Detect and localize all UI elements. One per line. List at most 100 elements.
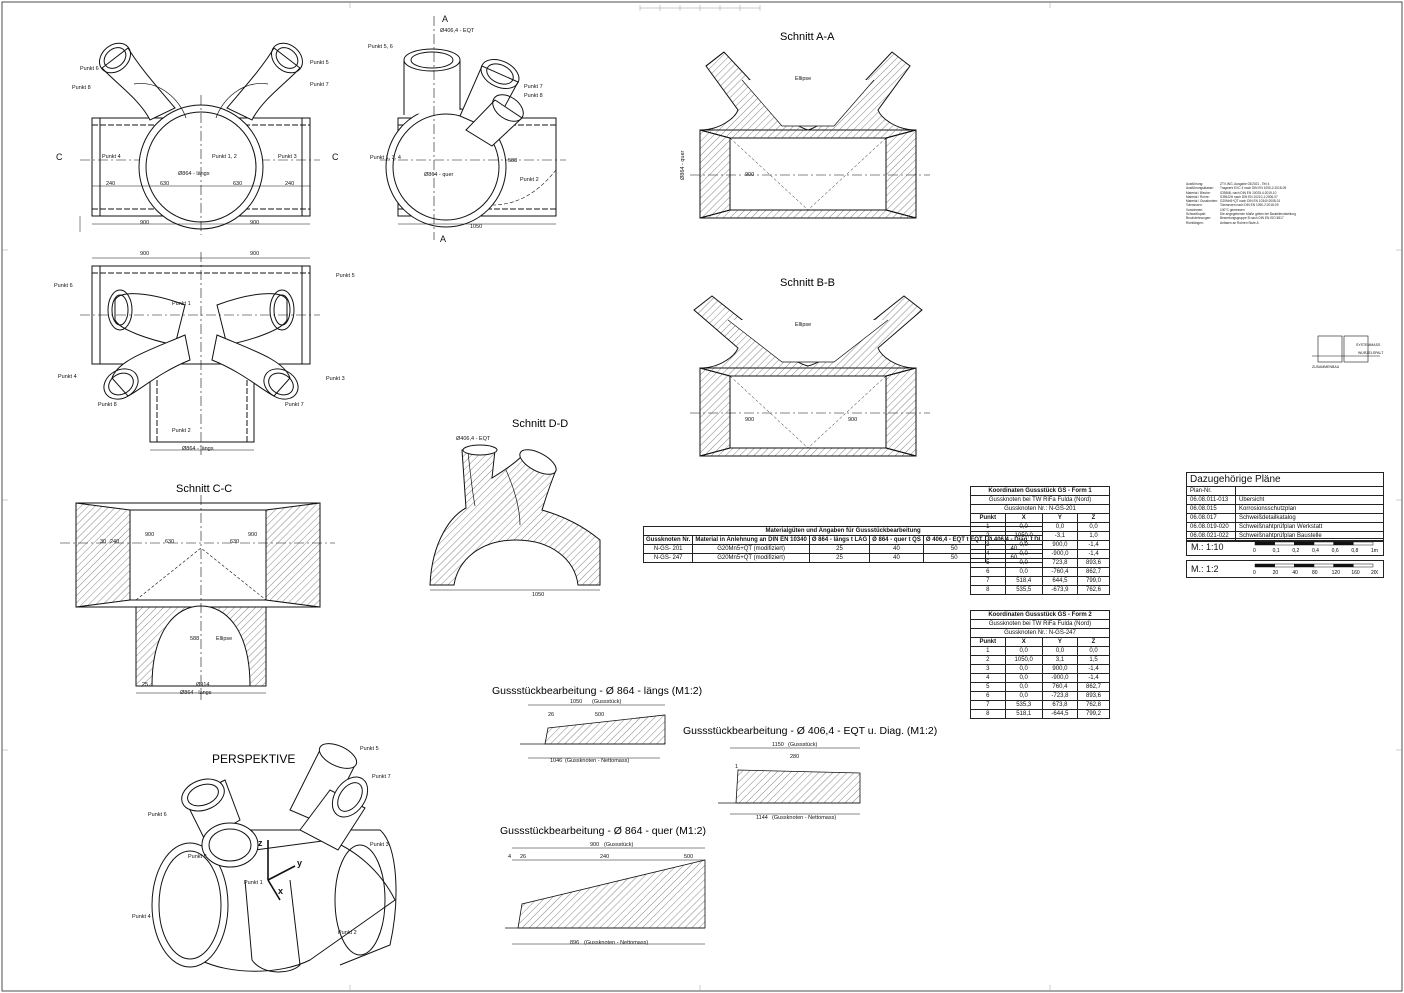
punkt5-label-c: Punkt 5	[336, 273, 355, 279]
note-key: Schweißspalt:	[1186, 212, 1206, 217]
table-cell: 862,7	[1076, 567, 1111, 577]
scale-tick-label: 1m	[1371, 548, 1378, 553]
dim-1-me: 1	[735, 764, 738, 770]
scale-tick-label: 120	[1332, 570, 1341, 575]
note-value: Toleranzen nach DIN EN 1090-2:2018-09	[1220, 203, 1279, 208]
perspective-drawing	[151, 743, 397, 973]
punkt12-label: Punkt 1, 2	[212, 154, 237, 160]
scale-segment	[1333, 563, 1354, 568]
table-cell: 8	[970, 709, 1006, 719]
table-cell: 1050,0	[1004, 655, 1043, 665]
coord-table-col: Punkt	[970, 513, 1006, 523]
table-cell: 0,0	[1004, 558, 1043, 568]
dim-1050-ml: 1050	[570, 699, 582, 705]
plan-number: 06.08.017	[1187, 514, 1236, 522]
note-row: Material / Rohre:S355J2H nach DIN EN 102…	[1186, 195, 1386, 199]
scale-1-2-label: M.: 1:2	[1191, 564, 1219, 574]
table-cell: 673,8	[1041, 700, 1078, 710]
table-cell: 799,0	[1076, 576, 1111, 586]
d864-laengs-cc: Ø864 - längs	[180, 690, 212, 696]
punkt2-persp: Punkt 2	[338, 930, 357, 936]
table-cell: -673,9	[1041, 585, 1078, 595]
schnitt-bb-title: Schnitt B-B	[780, 277, 835, 289]
punkt7-persp: Punkt 7	[372, 774, 391, 780]
table-cell: 5	[970, 682, 1006, 692]
ellipse-bb: Ellipse	[795, 322, 811, 328]
table-cell: 0,0	[1004, 549, 1043, 559]
punkt5-persp: Punkt 5	[360, 746, 379, 752]
table-cell: 0,0	[1076, 522, 1111, 532]
scale-1-10-label: M.: 1:10	[1191, 542, 1224, 552]
punkt4-label: Punkt 4	[102, 154, 121, 160]
scale-tick-label: 80	[1312, 570, 1318, 575]
punkt5-label: Punkt 5	[310, 60, 329, 66]
d4064-eqt-dd: Ø406,4 - EQT	[456, 436, 491, 442]
dim-900-cc-b: 900	[248, 532, 257, 538]
dim-240-b: 240	[285, 181, 294, 187]
plan-description: Korrosionsschutzplan	[1239, 506, 1297, 512]
table-cell: 1,0	[1076, 531, 1111, 541]
dim-914-cc: Ø914	[196, 682, 209, 688]
coord-table-title: Koordinaten Gussstück GS - Form 2	[970, 610, 1110, 620]
note-value: Tragwerk EXC 4 nach DIN EN 1090-2:2018-0…	[1220, 186, 1287, 191]
table-cell: -644,5	[1041, 709, 1078, 719]
table-cell: 8	[970, 585, 1006, 595]
coord-table-col: Y	[1041, 513, 1078, 523]
coord-table-node: Gussknoten Nr.: N-GS-201	[970, 504, 1110, 514]
plan-number: 06.08.019-020	[1187, 523, 1236, 531]
punkt3-label-c: Punkt 3	[326, 376, 345, 382]
note-key: Bruchdehnungen:	[1186, 216, 1212, 221]
dim-1050-dd: 1050	[532, 592, 544, 598]
plan-description: Übersicht	[1239, 497, 1265, 503]
note-value: G20Mn5+QT nach DIN EN 10340:2008-01	[1220, 199, 1281, 204]
section-dd-drawing	[429, 444, 601, 591]
table-cell: -723,8	[1041, 691, 1078, 701]
table-cell: 7	[970, 576, 1006, 586]
dim-900-bb-b: 900	[848, 417, 857, 423]
d864-laengs-label-c: Ø864 - längs	[182, 446, 214, 452]
material-table: Materialgüten und Angaben für Gussstückb…	[642, 526, 1044, 563]
note-row: Toleranzen:Toleranzen nach DIN EN 1090-2…	[1186, 203, 1386, 207]
dim-900-c: 900	[140, 251, 149, 257]
scale-segment	[1294, 563, 1315, 568]
scale-tick-label: 0,1	[1273, 548, 1280, 553]
plan-number: 06.08.011-013	[1187, 496, 1236, 504]
table-cell: 862,7	[1076, 682, 1111, 692]
scale-tick-label: 0,4	[1312, 548, 1319, 553]
table-cell: 3	[970, 540, 1006, 550]
table-cell: 644,5	[1041, 576, 1078, 586]
note-row: Ausführung:ZTV-ING, Ausgabe 03/2021 - Te…	[1186, 182, 1386, 186]
dim-630-b: 630	[233, 181, 242, 187]
scale-segment	[1254, 541, 1275, 546]
ellipse-cc: Ellipse	[216, 636, 232, 642]
table-cell: 0,0	[1004, 567, 1043, 577]
note-value: Anfasen an Rohren Stufe A	[1220, 220, 1259, 225]
scale-tick-label: 0,6	[1332, 548, 1339, 553]
table-cell: 4	[970, 673, 1006, 683]
punkt8-label: Punkt 8	[72, 85, 91, 91]
schnitt-cc-title: Schnitt C-C	[176, 483, 232, 495]
punkt4-persp: Punkt 4	[132, 914, 151, 920]
dim-900-aa: 900	[745, 172, 754, 178]
table-cell: 900,0	[1041, 664, 1078, 674]
machining-eqt-title: Gussstückbearbeitung - Ø 406,4 - EQT u. …	[683, 725, 937, 737]
dim-26-ml: 26	[548, 712, 554, 718]
coord-table-col: Z	[1076, 513, 1111, 523]
punkt1-persp: Punkt 1	[244, 880, 263, 886]
scale-tick-label: 0,2	[1292, 548, 1299, 553]
scale-segment	[1294, 541, 1315, 546]
table-cell: 0,0	[1004, 691, 1043, 701]
section-a-top: A	[442, 14, 448, 24]
